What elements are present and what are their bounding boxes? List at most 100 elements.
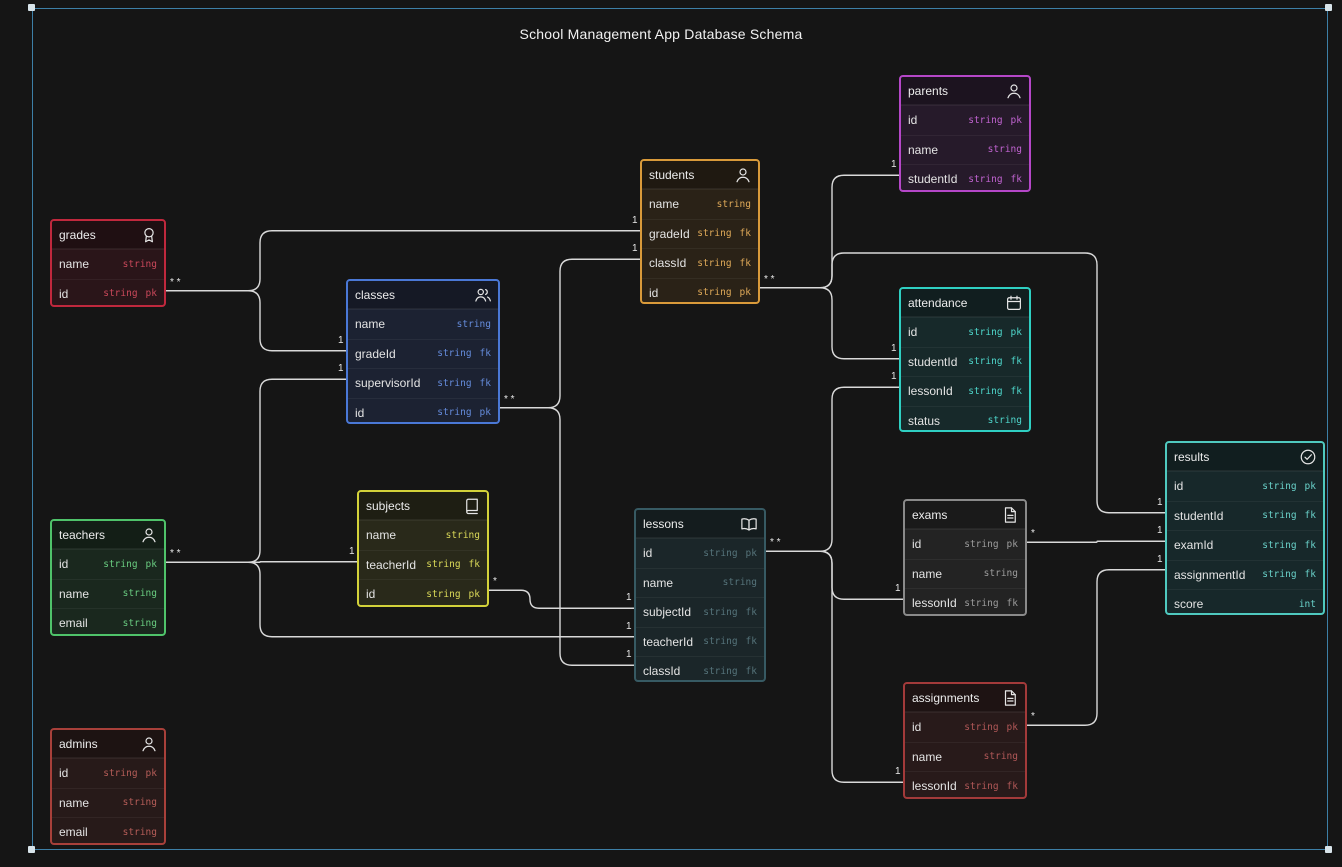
table-header[interactable]: grades (52, 221, 164, 249)
table-header[interactable]: lessons (636, 510, 764, 538)
relation-line[interactable] (166, 561, 634, 638)
table-header[interactable]: students (642, 161, 758, 189)
relation-line[interactable] (760, 287, 899, 360)
table-header[interactable]: results (1167, 443, 1323, 471)
relation-line[interactable] (766, 550, 903, 600)
relation-line[interactable] (760, 174, 899, 289)
table-name: attendance (908, 295, 968, 310)
document-icon (1004, 689, 1016, 706)
relation-line[interactable] (766, 386, 899, 552)
relation-line[interactable] (500, 258, 640, 409)
field-key: pk (1010, 326, 1022, 338)
resize-handle-bottom-right[interactable] (1325, 846, 1332, 853)
user-icon (1007, 83, 1021, 98)
relation-line[interactable] (760, 252, 1165, 514)
relation-line[interactable] (166, 561, 357, 563)
relation-line[interactable] (489, 589, 634, 609)
relation-line[interactable] (766, 550, 903, 783)
table-header[interactable]: admins (52, 730, 164, 758)
cardinality-many: * (1031, 711, 1035, 723)
table-header[interactable]: exams (905, 501, 1025, 529)
resize-handle-top-left[interactable] (28, 4, 35, 11)
resize-handle-bottom-left[interactable] (28, 846, 35, 853)
table-header[interactable]: parents (901, 77, 1029, 105)
cardinality-one: 1 (338, 363, 344, 375)
field-type-label: string (968, 326, 1003, 338)
table-header[interactable]: subjects (359, 492, 487, 520)
relation-line[interactable] (166, 290, 346, 352)
table-header[interactable]: attendance (901, 289, 1029, 317)
field-type-label: string (122, 797, 157, 809)
field-type-label: string (703, 636, 738, 648)
table-header[interactable]: classes (348, 281, 498, 309)
field-type-label: string (697, 257, 732, 269)
user-icon (142, 736, 156, 751)
canvas-frame (32, 8, 1328, 850)
table-header[interactable]: teachers (52, 521, 164, 549)
resize-handle-top-right[interactable] (1325, 4, 1332, 11)
table-header[interactable]: assignments (905, 684, 1025, 712)
table-name: teachers (59, 527, 106, 542)
relation-line[interactable] (166, 230, 640, 292)
relation-line[interactable] (1027, 540, 1165, 543)
relation-line[interactable] (166, 378, 346, 563)
relation-line[interactable] (500, 407, 634, 666)
relation-line[interactable] (1027, 569, 1165, 726)
